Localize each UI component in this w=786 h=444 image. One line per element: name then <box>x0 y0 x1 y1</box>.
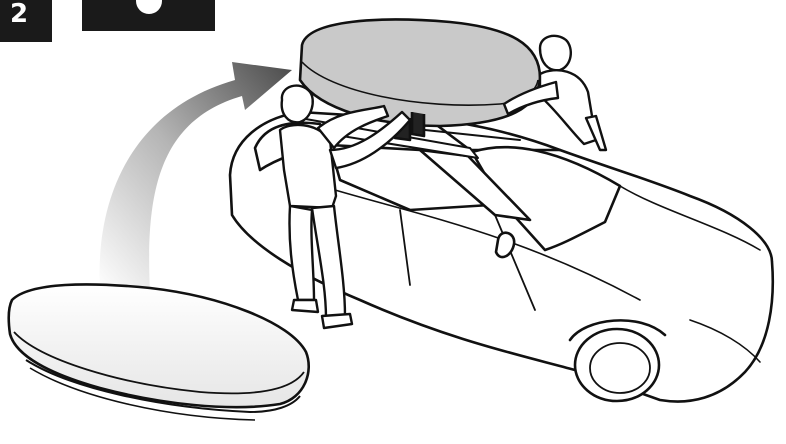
roof-box-ground <box>9 284 309 420</box>
